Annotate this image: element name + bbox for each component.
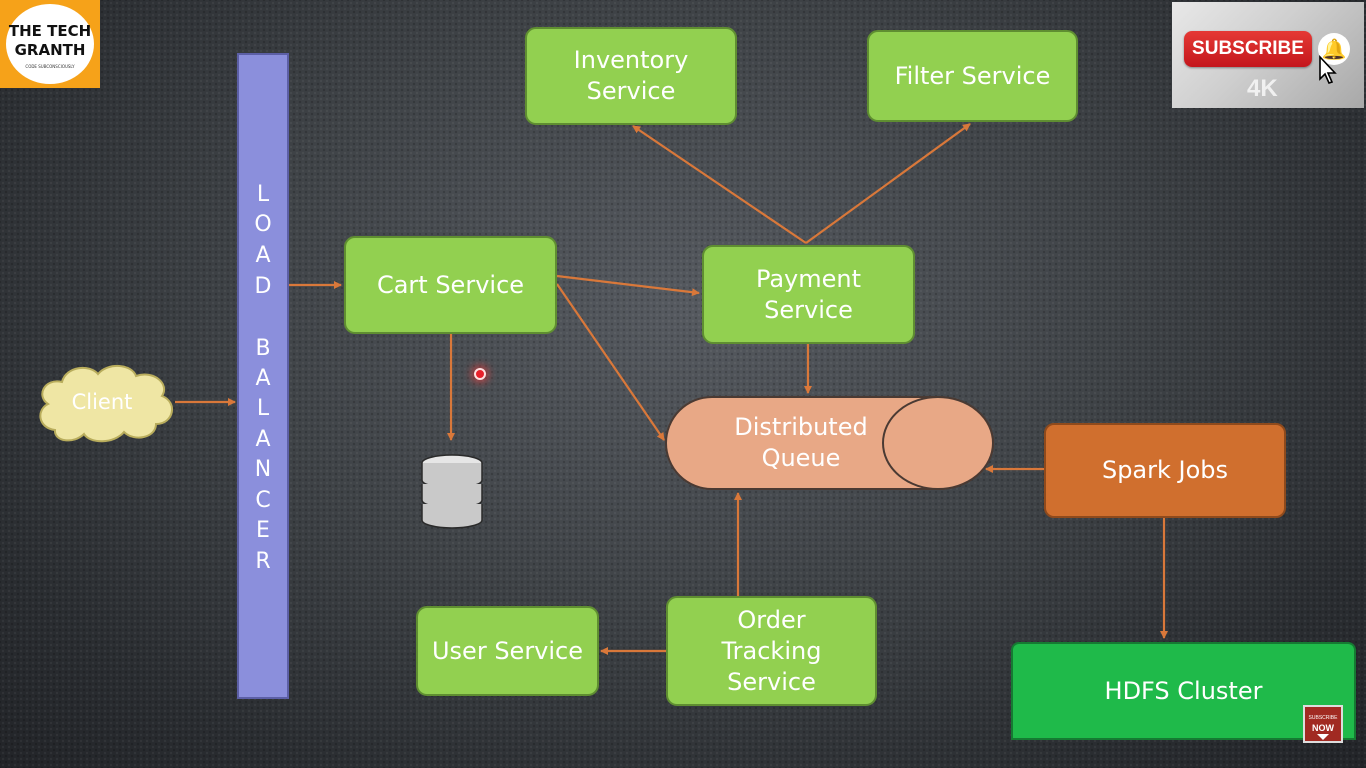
payment-service-node: Payment Service [702, 245, 915, 344]
load-balancer-node: L O A D B A L A N C E R [237, 53, 289, 699]
channel-logo: THE TECH GRANTH CODE SUBCONSCIOUSLY [0, 0, 100, 88]
filter-service-node: Filter Service [867, 30, 1078, 122]
lb-letter: E [256, 518, 270, 543]
arrow-payment-to-filter [805, 123, 971, 244]
lb-letter: B [255, 336, 271, 361]
arrow-cart-to-payment [556, 274, 700, 297]
distributed-queue-node: Distributed Queue [734, 413, 868, 472]
inventory-service-node: Inventory Service [525, 27, 737, 125]
arrow-cart-to-queue [556, 283, 665, 441]
client-node: Client [71, 389, 133, 414]
hdfs-cluster-node: HDFS Cluster [1011, 642, 1356, 740]
user-service-node: User Service [416, 606, 599, 696]
lb-letter: O [254, 212, 272, 237]
lb-letter: N [254, 457, 272, 482]
lb-letter: A [255, 366, 271, 391]
arrow-down-icon [1317, 734, 1329, 740]
lb-letter: L [256, 396, 270, 421]
badge-line-1: SUBSCRIBE [1308, 715, 1338, 721]
lb-letter: A [255, 427, 271, 452]
badge-line-2: NOW [1312, 723, 1334, 733]
lb-letter: A [255, 243, 271, 268]
logo-tagline: CODE SUBCONSCIOUSLY [25, 64, 75, 69]
laser-pointer-icon [474, 368, 486, 380]
logo-badge [6, 4, 94, 84]
lb-letter: D [254, 274, 272, 299]
order-tracking-service-node: Order Tracking Service [666, 596, 877, 706]
lb-letter: R [255, 549, 271, 574]
cursor-icon [1319, 55, 1337, 84]
database-icon [421, 454, 483, 529]
subscribe-button[interactable]: SUBSCRIBE [1184, 31, 1312, 67]
logo-title: THE TECH GRANTH [8, 22, 92, 59]
lb-letter: L [256, 182, 270, 207]
lb-letter: C [255, 488, 271, 513]
arrow-payment-to-inventory [632, 125, 807, 244]
cart-service-node: Cart Service [344, 236, 557, 334]
subscribe-now-badge[interactable]: SUBSCRIBE NOW [1303, 705, 1343, 743]
spark-jobs-node: Spark Jobs [1044, 423, 1286, 518]
quality-label: 4K [1247, 75, 1278, 102]
